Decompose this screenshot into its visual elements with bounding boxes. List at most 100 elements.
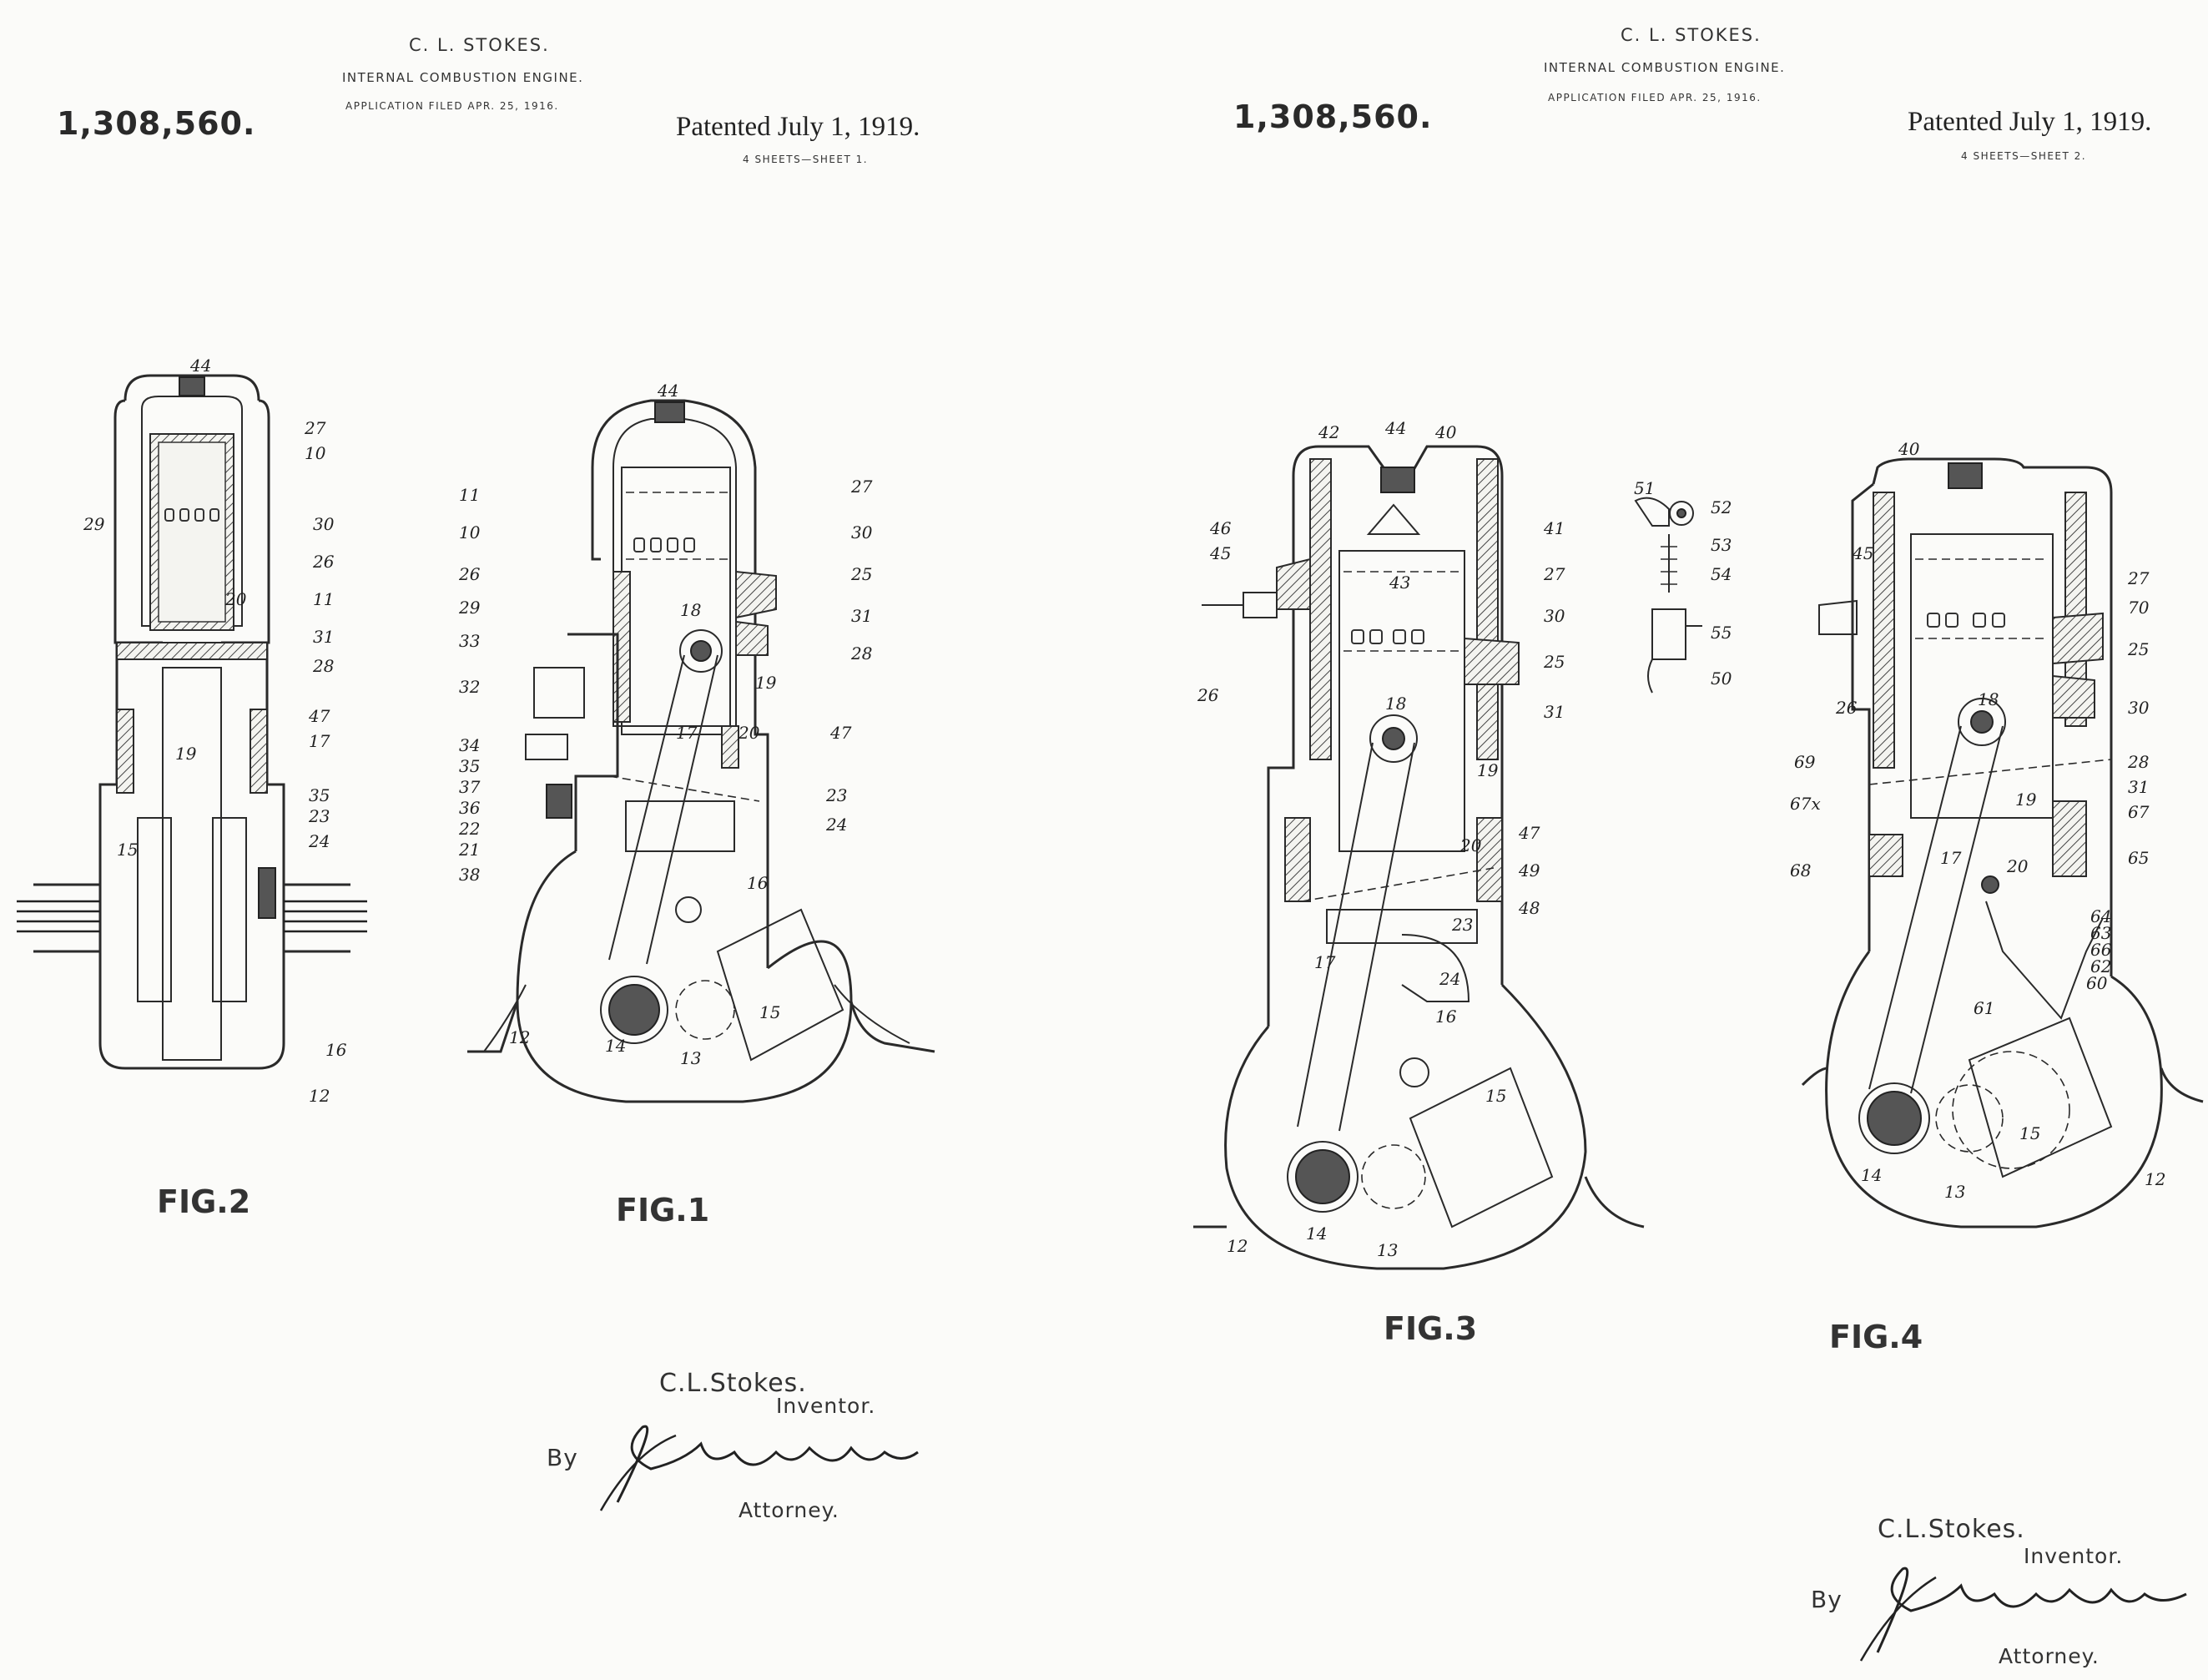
ref-numeral: 60 <box>2086 973 2108 993</box>
ref-numeral: 14 <box>1861 1165 1882 1185</box>
figure-label: FIG.1 <box>616 1192 710 1228</box>
signature-attorney: Attorney. <box>739 1498 839 1522</box>
ref-numeral: 52 <box>1711 497 1732 517</box>
ref-numeral: 45 <box>1209 543 1231 563</box>
ref-numeral: 23 <box>1451 915 1473 935</box>
ref-numeral: 66 <box>2090 940 2112 960</box>
ref-numeral: 14 <box>1306 1223 1327 1244</box>
ref-numeral: 29 <box>83 514 105 534</box>
figure-label: FIG.4 <box>1829 1319 1923 1355</box>
ref-numeral: 24 <box>1439 969 1460 989</box>
ref-numeral: 47 <box>1518 823 1540 843</box>
figure-label: FIG.2 <box>157 1183 251 1220</box>
signature-role: Inventor. <box>2024 1544 2124 1568</box>
ref-numeral: 10 <box>459 522 481 542</box>
ref-numeral: 42 <box>1318 422 1339 442</box>
ref-numeral: 27 <box>1543 564 1565 584</box>
ref-numeral: 15 <box>117 840 138 860</box>
ref-numeral: 31 <box>313 627 334 647</box>
ref-numeral: 33 <box>459 631 480 651</box>
ref-numeral: 44 <box>657 381 678 401</box>
ref-numeral: 34 <box>459 735 480 755</box>
ref-numeral: 18 <box>1385 694 1406 714</box>
ref-numeral: 40 <box>1434 422 1457 442</box>
ref-numeral: 11 <box>313 589 334 609</box>
ref-numeral: 18 <box>1978 689 1999 709</box>
ref-numeral: 19 <box>755 673 777 693</box>
ref-numeral: 12 <box>2145 1169 2165 1189</box>
figure-label: FIG.3 <box>1384 1310 1478 1347</box>
ref-numeral: 44 <box>1384 418 1406 438</box>
ref-numeral: 37 <box>459 777 481 797</box>
ref-numeral: 50 <box>1711 668 1732 689</box>
ref-numeral: 13 <box>1377 1240 1398 1260</box>
ref-numeral: 69 <box>1794 752 1816 772</box>
fig-3-detail-drawing: 51 52 53 54 55 50 <box>1634 478 1732 694</box>
ref-numeral: 38 <box>459 865 480 885</box>
ref-numeral: 24 <box>825 815 847 835</box>
ref-numeral: 15 <box>759 1002 780 1022</box>
ref-numeral: 26 <box>458 564 481 584</box>
ref-numeral: 35 <box>459 756 480 776</box>
signature-by: By <box>547 1444 578 1471</box>
ref-numeral: 30 <box>851 522 873 542</box>
ref-numeral: 63 <box>2090 923 2111 943</box>
ref-numeral: 17 <box>1940 848 1962 868</box>
ref-numeral: 15 <box>2019 1123 2040 1143</box>
ref-numeral: 13 <box>1944 1182 1965 1202</box>
ref-numeral: 26 <box>1197 685 1219 705</box>
patent-title: INTERNAL COMBUSTION ENGINE. <box>1544 60 1786 75</box>
ref-numeral: 70 <box>2128 598 2150 618</box>
fig-3-drawing: 42 44 40 41 46 45 43 27 30 26 25 18 31 1… <box>1193 418 1645 1270</box>
ref-numeral: 35 <box>309 785 330 805</box>
ref-numeral: 19 <box>1477 760 1499 780</box>
attorney-signature-scribble <box>1859 1566 2187 1662</box>
ref-numeral: 17 <box>309 731 330 751</box>
ref-numeral: 36 <box>459 798 481 818</box>
ref-numeral: 16 <box>747 873 769 893</box>
patent-number: 1,308,560. <box>57 105 256 142</box>
ref-numeral: 16 <box>1435 1006 1457 1027</box>
ref-numeral: 23 <box>308 806 330 826</box>
ref-numeral: 10 <box>305 443 326 463</box>
ref-numeral: 20 <box>224 589 247 609</box>
ref-numeral: 15 <box>1485 1086 1506 1106</box>
ref-numeral: 16 <box>325 1040 347 1060</box>
ref-numeral: 47 <box>308 706 330 726</box>
ref-numeral: 67x <box>1790 794 1821 814</box>
ref-numeral: 27 <box>850 477 873 497</box>
ref-numeral: 31 <box>1544 702 1565 722</box>
ref-numeral: 51 <box>1634 478 1655 498</box>
sheet-info: 4 SHEETS—SHEET 1. <box>743 154 869 165</box>
ref-numeral: 47 <box>829 723 852 743</box>
ref-numeral: 40 <box>1898 439 1920 459</box>
ref-numeral: 19 <box>2015 790 2037 810</box>
ref-numeral: 20 <box>1459 835 1482 855</box>
ref-numeral: 31 <box>851 606 872 626</box>
fig-1-drawing: 44 11 10 26 29 27 30 25 18 31 28 19 33 3… <box>458 381 935 1103</box>
ref-numeral: 48 <box>1518 898 1540 918</box>
ref-numeral: 45 <box>1852 543 1873 563</box>
ref-numeral: 29 <box>458 598 481 618</box>
ref-numeral: 25 <box>850 564 872 584</box>
ref-numeral: 19 <box>175 744 197 764</box>
patent-sheet-1: 1,308,560. C. L. STOKES. INTERNAL COMBUS… <box>17 35 935 1522</box>
ref-numeral: 28 <box>2127 752 2149 772</box>
ref-numeral: 55 <box>1711 623 1732 643</box>
ref-numeral: 28 <box>850 643 872 663</box>
ref-numeral: 26 <box>1835 698 1858 718</box>
ref-numeral: 44 <box>189 356 211 376</box>
inventor-name: C. L. STOKES. <box>1621 25 1762 45</box>
ref-numeral: 26 <box>312 552 335 572</box>
ref-numeral: 13 <box>680 1048 701 1068</box>
ref-numeral: 22 <box>458 819 480 839</box>
ref-numeral: 27 <box>304 418 326 438</box>
ref-numeral: 30 <box>313 514 335 534</box>
ref-numeral: 21 <box>458 840 480 860</box>
ref-numeral: 28 <box>312 656 334 676</box>
ref-numeral: 12 <box>509 1027 530 1047</box>
ref-numeral: 24 <box>308 831 330 851</box>
ref-numeral: 17 <box>676 723 698 743</box>
ref-numeral: 23 <box>825 785 847 805</box>
ref-numeral: 31 <box>2128 777 2149 797</box>
